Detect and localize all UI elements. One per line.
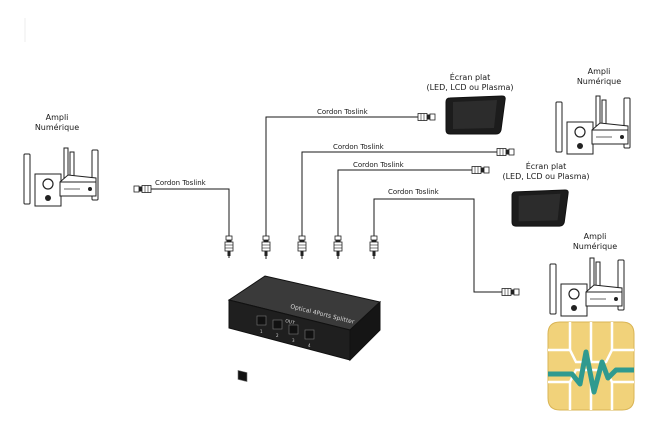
speaker-set-icon	[555, 95, 631, 155]
splitter-input-port	[237, 369, 248, 382]
splitter-port-number: 2	[276, 333, 279, 338]
cable-label: Cordon Toslink	[388, 188, 439, 196]
amp-label-line2: Numérique	[34, 123, 80, 132]
toslink-connector-icon	[261, 235, 271, 257]
splitter-port-number: 1	[260, 329, 263, 334]
cable-out-3	[337, 169, 472, 236]
amp-label-line1: Ampli	[583, 232, 607, 241]
screen-label-line2: (LED, LCD ou Plasma)	[502, 172, 590, 181]
cable-lines	[136, 116, 502, 293]
splitter-port-number: 3	[292, 338, 295, 343]
amp-label: Ampli Numérique	[560, 232, 630, 252]
splitter-port-2	[272, 319, 283, 330]
screen-label-line1: Écran plat	[449, 73, 491, 82]
splitter-side	[349, 300, 381, 362]
cable-out-4	[373, 198, 502, 293]
amp-label-line1: Ampli	[45, 113, 69, 122]
amp-label-line1: Ampli	[587, 67, 611, 76]
toslink-connector-icon	[417, 113, 436, 121]
screen-label: Écran plat (LED, LCD ou Plasma)	[496, 162, 596, 182]
cable-label: Cordon Toslink	[333, 143, 384, 151]
cable-label: Cordon Toslink	[317, 108, 368, 116]
waveform-logo-icon	[547, 321, 635, 411]
screen-label-line1: Écran plat	[525, 162, 567, 171]
toslink-connector-icon	[333, 235, 343, 257]
splitter-port-4	[304, 329, 315, 340]
toslink-connectors	[133, 113, 520, 296]
flat-screen-icon	[511, 189, 569, 227]
amp-label: Ampli Numérique	[564, 67, 634, 87]
splitter-port-3	[288, 324, 299, 335]
cable-out-1	[265, 116, 418, 236]
cable-out-2	[301, 151, 497, 236]
amp-label-line2: Numérique	[576, 77, 622, 86]
toslink-connector-icon	[369, 235, 379, 257]
toslink-connector-icon	[501, 288, 520, 296]
toslink-connector-icon	[224, 235, 234, 257]
speaker-set-icon	[23, 147, 99, 207]
toslink-connector-icon	[297, 235, 307, 257]
cable-label: Cordon Toslink	[353, 161, 404, 169]
cable-label: Cordon Toslink	[155, 179, 206, 187]
splitter-port-number: 4	[308, 343, 311, 348]
toslink-connector-icon	[496, 148, 515, 156]
splitter-out-label: OUT	[285, 318, 296, 326]
cable-input	[136, 188, 230, 236]
amp-label: Ampli Numérique	[22, 113, 92, 133]
splitter-port-1	[256, 315, 267, 326]
splitter-box-icon: Optical 4Ports Splitter OUT 1 2 3 4	[227, 275, 382, 382]
flat-screen-icon	[445, 95, 506, 135]
screen-label-line2: (LED, LCD ou Plasma)	[426, 83, 514, 92]
amp-label-line2: Numérique	[572, 242, 618, 251]
speaker-set-icon	[549, 257, 625, 317]
toslink-connector-icon	[133, 185, 152, 193]
toslink-connector-icon	[471, 166, 490, 174]
screen-label: Écran plat (LED, LCD ou Plasma)	[420, 73, 520, 93]
